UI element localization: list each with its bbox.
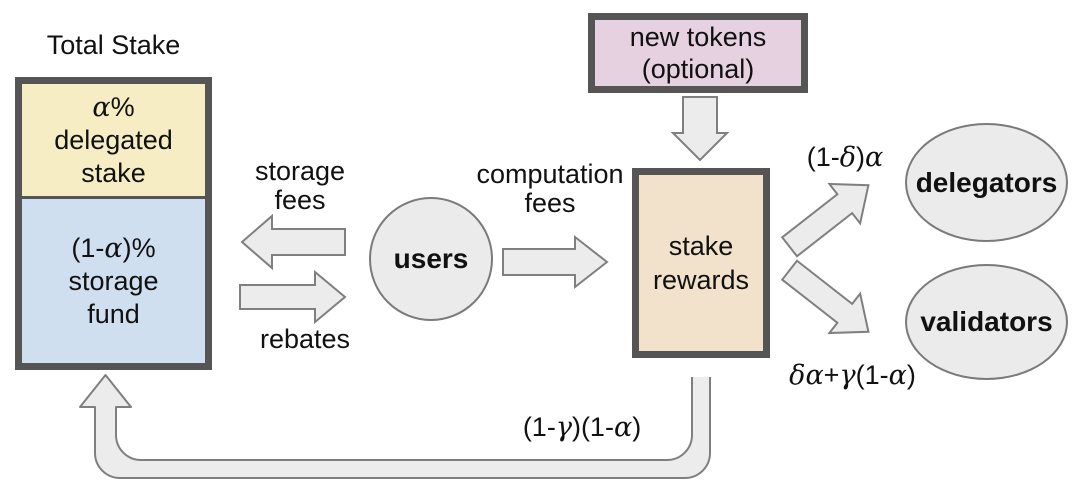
delegators-arrow: [780, 182, 870, 258]
storage-fees-arrow: [240, 213, 346, 271]
formula-part: +: [823, 360, 840, 390]
validators-share-formula: δα+γ(1-α): [780, 360, 925, 391]
formula-part: ): [856, 142, 866, 172]
delegators-node: delegators: [905, 123, 1068, 242]
formula-part: α: [104, 232, 123, 264]
delegated-stake-line: stake: [81, 157, 146, 188]
users-node: users: [369, 197, 493, 321]
formula-part: ): [632, 412, 642, 442]
storage-fund-return-pipe: [79, 374, 711, 479]
storage-fund-formula: (1-α)%: [71, 232, 155, 265]
formula-part: (1-: [806, 142, 840, 172]
formula-part: )%: [122, 232, 156, 263]
computation-fees-line: computation: [476, 159, 624, 189]
formula-part: γ: [839, 360, 856, 391]
formula-part: δ: [789, 360, 806, 391]
new-tokens-line: new tokens: [629, 22, 767, 52]
delegated-stake-line: delegated: [54, 124, 173, 155]
storage-fees-line: fees: [274, 185, 326, 215]
validators-label: validators: [920, 306, 1053, 337]
formula-part: δ: [839, 142, 857, 173]
validators-arrow: [780, 259, 870, 335]
stake-rewards-line: rewards: [652, 265, 750, 295]
stake-rewards-box: stake rewards: [632, 168, 770, 358]
delegators-share-formula: (1-δ)α: [795, 142, 895, 173]
formula-part: α: [888, 360, 907, 391]
storage-fund-line: storage: [68, 265, 159, 296]
storage-fees-line: storage: [254, 156, 346, 186]
computation-fees-line: fees: [524, 188, 576, 218]
total-stake-box: α% delegated stake (1-α)% storage fund: [15, 77, 212, 370]
delegated-stake-section: α% delegated stake: [22, 84, 205, 199]
rebates-arrow: [239, 269, 347, 325]
new-tokens-arrow: [670, 96, 730, 162]
storage-fees-label: storage fees: [225, 157, 375, 215]
delegators-label: delegators: [915, 166, 1058, 198]
formula-part: α: [613, 412, 633, 443]
formula-part: (1-: [522, 412, 556, 442]
storage-fund-return-formula: (1-γ)(1-α): [512, 412, 652, 443]
total-stake-title: Total Stake: [46, 30, 181, 60]
delegated-stake-formula: α%: [92, 91, 134, 124]
computation-fees-label: computation fees: [455, 160, 645, 218]
computation-fees-arrow: [502, 234, 609, 290]
formula-part: ): [906, 360, 916, 390]
formula-part: α: [92, 91, 111, 123]
new-tokens-box: new tokens (optional): [588, 13, 808, 93]
formula-part: γ: [555, 412, 572, 443]
formula-part: %: [110, 91, 135, 122]
storage-fund-section: (1-α)% storage fund: [22, 199, 205, 363]
formula-part: )(1-: [571, 412, 614, 442]
formula-part: (1-: [855, 360, 889, 390]
stake-rewards-line: stake: [668, 231, 734, 261]
validators-node: validators: [905, 264, 1068, 380]
formula-part: α: [805, 360, 824, 391]
storage-fund-line: fund: [87, 298, 140, 329]
rebates-label: rebates: [259, 324, 351, 354]
new-tokens-line: (optional): [641, 54, 755, 84]
formula-part: α: [865, 142, 884, 173]
formula-part: (1-: [71, 232, 105, 263]
users-label: users: [393, 243, 469, 274]
